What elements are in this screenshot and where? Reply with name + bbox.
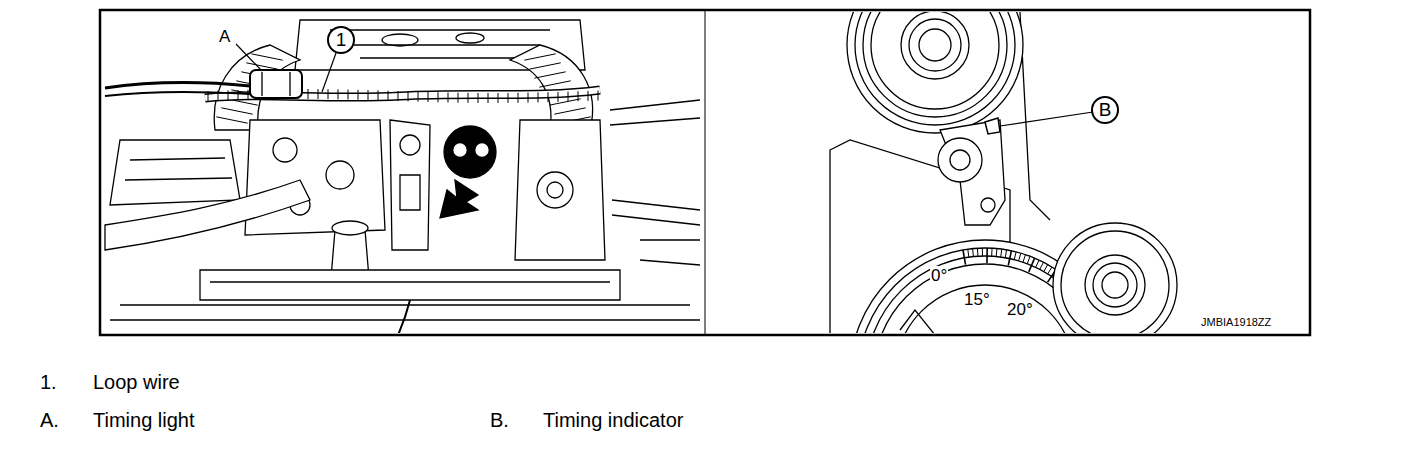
legend-key: 1. <box>40 371 57 394</box>
leader-lines <box>236 44 1093 126</box>
pulley-view <box>830 12 1177 333</box>
legend-text: Timing light <box>93 409 195 432</box>
legend-key: B. <box>490 409 509 432</box>
figure-frame <box>100 10 1310 335</box>
panel-divider <box>705 10 706 335</box>
figure-code: JMBIA1918ZZ <box>1200 316 1272 329</box>
callout-number: 1 <box>327 26 355 54</box>
legend-text: Loop wire <box>93 371 180 394</box>
engine-bay <box>105 20 700 333</box>
angle-mark: 15° <box>963 290 991 310</box>
callout-letter: B <box>1091 96 1119 124</box>
callout-text: 1 <box>336 30 347 50</box>
legend-key: A. <box>40 409 59 432</box>
callout-text: B <box>1099 100 1112 120</box>
callout-letter: A <box>219 27 230 47</box>
angle-mark: 0° <box>930 266 948 286</box>
angle-mark: 20° <box>1006 300 1034 320</box>
legend-text: Timing indicator <box>543 409 683 432</box>
